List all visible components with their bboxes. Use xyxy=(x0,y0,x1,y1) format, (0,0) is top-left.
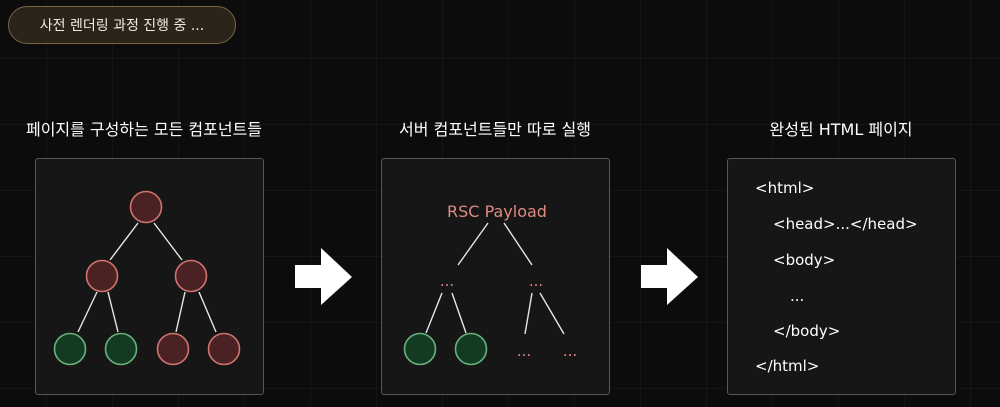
html-page-panel: <html> <head>...</head> <body> ... </bod… xyxy=(727,158,956,395)
code-line-head: <head>...</head> xyxy=(773,215,918,233)
code-line-body-open: <body> xyxy=(773,251,836,269)
component-tree-diagram xyxy=(53,190,241,366)
arrow-right-icon xyxy=(641,248,698,305)
component-tree-panel xyxy=(35,158,264,395)
payload-ellipsis: ... xyxy=(440,272,454,290)
arrow-right-icon xyxy=(295,248,352,305)
tree-edge xyxy=(107,291,119,333)
client-component-node xyxy=(454,332,488,366)
column-title-html-page: 완성된 HTML 페이지 xyxy=(769,120,913,139)
tree-edge xyxy=(198,291,217,333)
payload-ellipsis: ... xyxy=(517,342,531,360)
payload-edge xyxy=(451,292,467,334)
code-line-html-close: </html> xyxy=(755,357,820,375)
client-component-node xyxy=(104,332,138,366)
tree-edge xyxy=(77,291,98,333)
status-badge: 사전 렌더링 과정 진행 중 ... xyxy=(8,6,236,44)
server-component-node xyxy=(174,259,208,293)
tree-edge xyxy=(153,222,183,261)
rsc-payload-panel: RSC Payload ... ... ... ... xyxy=(381,158,610,395)
payload-edge xyxy=(539,292,565,335)
client-component-node xyxy=(403,332,437,366)
code-line-body-content: ... xyxy=(790,287,805,305)
payload-edge xyxy=(457,222,489,266)
payload-ellipsis: ... xyxy=(529,272,543,290)
tree-edge xyxy=(175,291,186,333)
tree-edge xyxy=(109,222,139,261)
server-component-node xyxy=(85,259,119,293)
client-component-node xyxy=(53,332,87,366)
server-component-node xyxy=(129,190,163,224)
payload-edge xyxy=(425,292,443,334)
code-line-body-close: </body> xyxy=(773,322,841,340)
payload-edges xyxy=(425,222,565,335)
code-line-html-open: <html> xyxy=(755,179,815,197)
column-title-server-components: 서버 컴포넌트들만 따로 실행 xyxy=(399,120,591,139)
rsc-payload-label: RSC Payload xyxy=(447,202,547,221)
status-badge-label: 사전 렌더링 과정 진행 중 ... xyxy=(39,18,205,34)
server-component-node xyxy=(156,332,190,366)
payload-ellipsis: ... xyxy=(563,342,577,360)
column-title-all-components: 페이지를 구성하는 모든 컴포넌트들 xyxy=(25,120,263,139)
tree-edges xyxy=(77,222,217,333)
rsc-payload-diagram: RSC Payload ... ... ... ... xyxy=(403,202,577,366)
payload-edge xyxy=(524,292,533,335)
server-component-node xyxy=(207,332,241,366)
payload-edge xyxy=(503,222,533,266)
